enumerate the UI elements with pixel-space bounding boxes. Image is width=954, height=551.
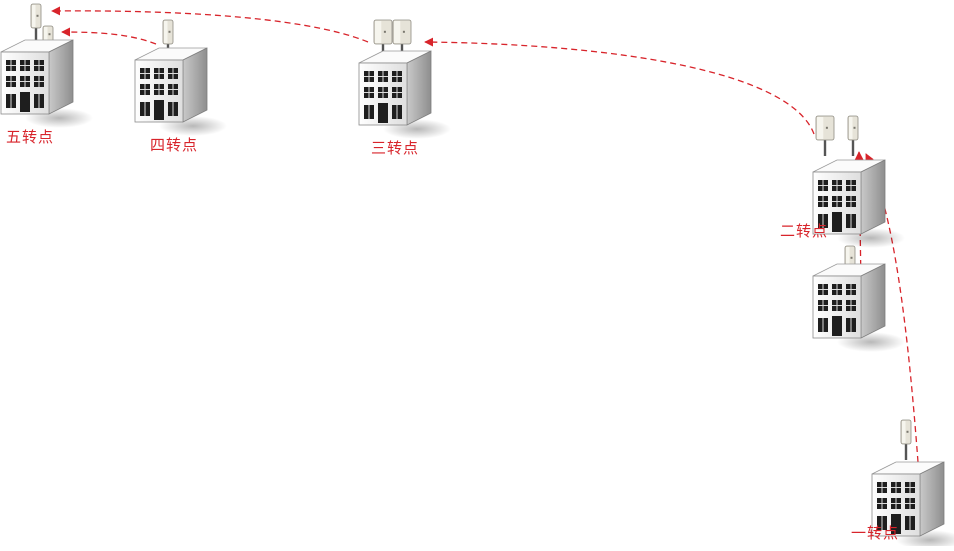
link-n3-to-n5 [51, 6, 369, 43]
building-n4 [134, 19, 227, 136]
antenna-icon [162, 19, 174, 60]
building-n2b [812, 245, 905, 352]
antenna-icon [373, 19, 393, 60]
node-label-n4: 四转点 [150, 136, 199, 154]
link-n2-to-n3 [424, 37, 815, 135]
node-label-n1: 一转点 [851, 524, 900, 542]
antenna-icon [900, 419, 912, 460]
antenna-icon [847, 115, 859, 156]
nodes-layer [0, 3, 954, 550]
building-n2 [812, 115, 905, 248]
building-n3 [358, 19, 451, 139]
antenna-icon [30, 3, 42, 60]
antenna-icon [392, 19, 412, 60]
link-n4-to-n5 [61, 27, 157, 45]
link-n1-to-n2 [865, 153, 919, 463]
node-label-n2: 二转点 [780, 222, 829, 240]
node-label-n3: 三转点 [371, 139, 420, 157]
building-n1 [871, 419, 954, 550]
antenna-icon [815, 115, 835, 156]
node-label-n5: 五转点 [6, 128, 55, 146]
building-n5 [0, 3, 93, 128]
